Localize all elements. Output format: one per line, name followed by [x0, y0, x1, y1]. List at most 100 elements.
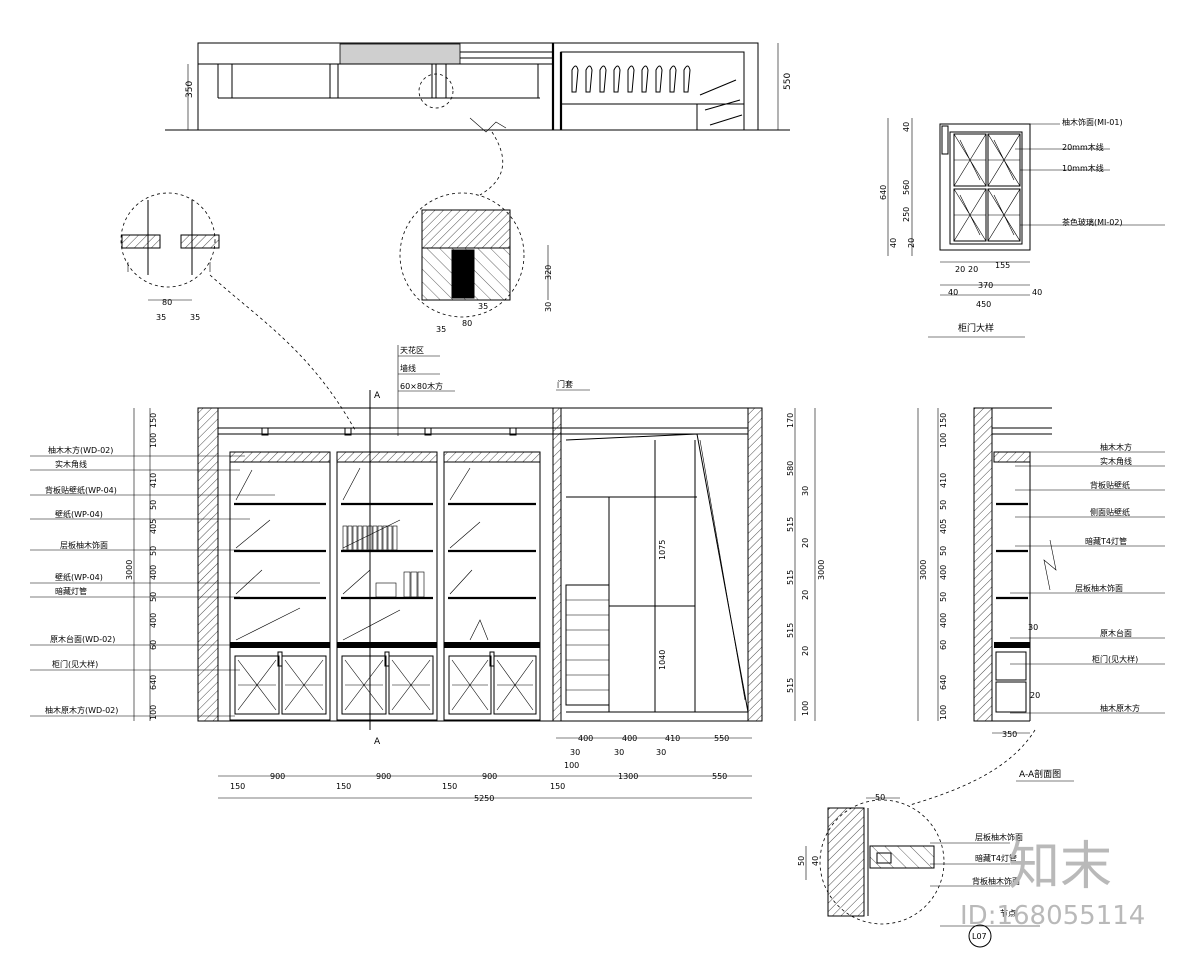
door-dim-250: 250: [902, 207, 911, 222]
hanger-row: [571, 65, 743, 126]
detail-b-dim-35a: 35: [436, 325, 446, 334]
door-dim-b20b: 20: [968, 265, 978, 274]
detail-a-dim-80: 80: [162, 298, 172, 307]
bottom-dimensions: 400 400 410 550 30 30 30 900 900 900 100…: [218, 734, 752, 803]
detail-b-dim-320: 320: [544, 265, 553, 280]
bottom-dim-900c: 900: [482, 772, 497, 781]
aa-label-7: 原木台面: [1100, 628, 1132, 638]
left-label-9: 柜门(见大样): [52, 659, 98, 669]
left-label-7: 暗藏灯管: [55, 586, 87, 596]
aa-dim-7: 400: [939, 565, 948, 580]
door-dim-40a: 40: [902, 122, 911, 132]
aa-dim-10: 60: [939, 640, 948, 650]
door-dim-b370: 370: [978, 281, 993, 290]
right-dim-3: 30: [801, 486, 810, 496]
left-label-6: 壁纸(WP-04): [55, 572, 103, 582]
left-label-5: 层板柚木饰面: [60, 540, 108, 550]
bottom-upper-1: 400: [578, 734, 593, 743]
bottom-dim-900a: 900: [270, 772, 285, 781]
door-label-3: 10mm木线: [1062, 163, 1104, 173]
door-dim-20: 20: [907, 238, 916, 248]
top-label-3: 60×80木方: [400, 381, 443, 391]
door-inner-dim-1075: 1075: [658, 540, 667, 560]
aa-label-4: 侧面贴壁纸: [1090, 507, 1130, 517]
bottom-total-dim: 5250: [474, 794, 494, 803]
top-label-2: 墙线: [400, 363, 416, 373]
bottom-upper-6: 30: [614, 748, 624, 757]
aa-bottom-dim: 350: [1002, 730, 1017, 739]
aa-dim-12: 100: [939, 705, 948, 720]
right-dim-1: 170: [786, 413, 795, 428]
door-inner-dim-1040: 1040: [658, 650, 667, 670]
detail-c-bottom-label: 节点: [1000, 909, 1016, 918]
door-dim-b20a: 20: [955, 265, 965, 274]
detail-a: 80 35 35: [120, 192, 356, 431]
bottom-upper-5: 30: [570, 748, 580, 757]
aa-dim-8: 50: [939, 592, 948, 602]
door-label-4: 茶色玻璃(MI-02): [1062, 217, 1123, 227]
door-dim-40b: 40: [889, 238, 898, 248]
right-dim-5: 20: [801, 538, 810, 548]
left-dim-5: 405: [149, 519, 158, 534]
aa-label-9: 柚木原木方: [1100, 703, 1140, 713]
bottom-upper-4: 550: [714, 734, 729, 743]
section-mark-top: A: [374, 391, 381, 401]
detail-a-dim-35b: 35: [190, 313, 200, 322]
aa-label-1: 柚木木方: [1100, 442, 1132, 452]
detail-c-dim-50a: 50: [875, 793, 885, 802]
detail-b-dim-35b: 35: [478, 302, 488, 311]
detail-c: 层板柚木饰面 暗藏T4灯管 背板柚木饰面 50 50 40 节点 L07: [797, 793, 1040, 948]
aa-total-dim: 3000: [919, 560, 928, 580]
left-label-1: 柚木木方(WD-02): [48, 445, 113, 455]
aa-dim-5: 405: [939, 519, 948, 534]
left-total-dim: 3000: [125, 560, 134, 580]
detail-c-tag: L07: [972, 932, 987, 941]
left-dim-6: 50: [149, 546, 158, 556]
cabinet-bay-1: [229, 451, 331, 721]
door-detail: 柚木饰面(MI-01) 20mm木线 10mm木线 茶色玻璃(MI-02) 64…: [879, 117, 1165, 338]
right-dim-8: 515: [786, 623, 795, 638]
left-dim-8: 50: [149, 592, 158, 602]
right-dim-4: 515: [786, 517, 795, 532]
main-elevation: 1075 1040 A A 天花区 墙线 60×80木方 门套 柚木木方: [30, 345, 826, 803]
aa-dim-3: 410: [939, 473, 948, 488]
door-label-1: 柚木饰面(MI-01): [1062, 117, 1123, 127]
door-dim-b450: 450: [976, 300, 991, 309]
left-dim-10: 60: [149, 640, 158, 650]
detail-c-label-1: 层板柚木饰面: [975, 832, 1023, 842]
aa-label-3: 背板贴壁纸: [1090, 480, 1130, 490]
cabinet-bay-2: [336, 451, 438, 721]
left-dim-3: 410: [149, 473, 158, 488]
right-total-dim: 3000: [817, 560, 826, 580]
aa-dim-11: 640: [939, 675, 948, 690]
door-dim-b40b: 40: [1032, 288, 1042, 297]
left-dim-1: 150: [149, 413, 158, 428]
left-dimensions: 3000 150 100 410 50 405 50 400 50 400 60…: [125, 408, 158, 721]
watermark-id: ID:168055114: [960, 901, 1145, 931]
aa-label-6: 层板柚木饰面: [1075, 583, 1123, 593]
left-label-8: 原木台面(WD-02): [50, 634, 115, 644]
aa-dim-2: 100: [939, 433, 948, 448]
detail-b-dim-80: 80: [462, 319, 472, 328]
detail-b-dim-30: 30: [544, 302, 553, 312]
aa-dim-20: 20: [1030, 691, 1040, 700]
right-dimensions: 3000 170 580 30 515 20 515 20 515 20 515…: [786, 408, 826, 721]
aa-title: A-A剖面图: [1019, 768, 1061, 780]
watermark-brand: 知末: [1008, 837, 1112, 897]
door-dim-b155: 155: [995, 261, 1010, 270]
right-dim-9: 20: [801, 646, 810, 656]
bottom-dim-900b: 900: [376, 772, 391, 781]
door-jamb-label: 门套: [557, 379, 573, 389]
plan-dim-right: 550: [783, 73, 793, 90]
section-aa: 柚木木方 实木角线 背板贴壁纸 侧面贴壁纸 暗藏T4灯管 层板柚木饰面 原木台面…: [909, 407, 1165, 806]
top-label-1: 天花区: [400, 345, 424, 355]
left-dim-7: 400: [149, 565, 158, 580]
bottom-small-2: 150: [336, 782, 351, 791]
aa-dim-4: 50: [939, 500, 948, 510]
section-mark-bottom: A: [374, 737, 381, 747]
detail-b: 320 30 35 80 35: [399, 192, 553, 334]
bottom-small-1: 150: [230, 782, 245, 791]
right-dim-6: 515: [786, 570, 795, 585]
left-labels: 柚木木方(WD-02) 实木角线 背板贴壁纸(WP-04) 壁纸(WP-04) …: [30, 445, 320, 717]
watermark: 知末 ID:168055114: [960, 837, 1145, 931]
